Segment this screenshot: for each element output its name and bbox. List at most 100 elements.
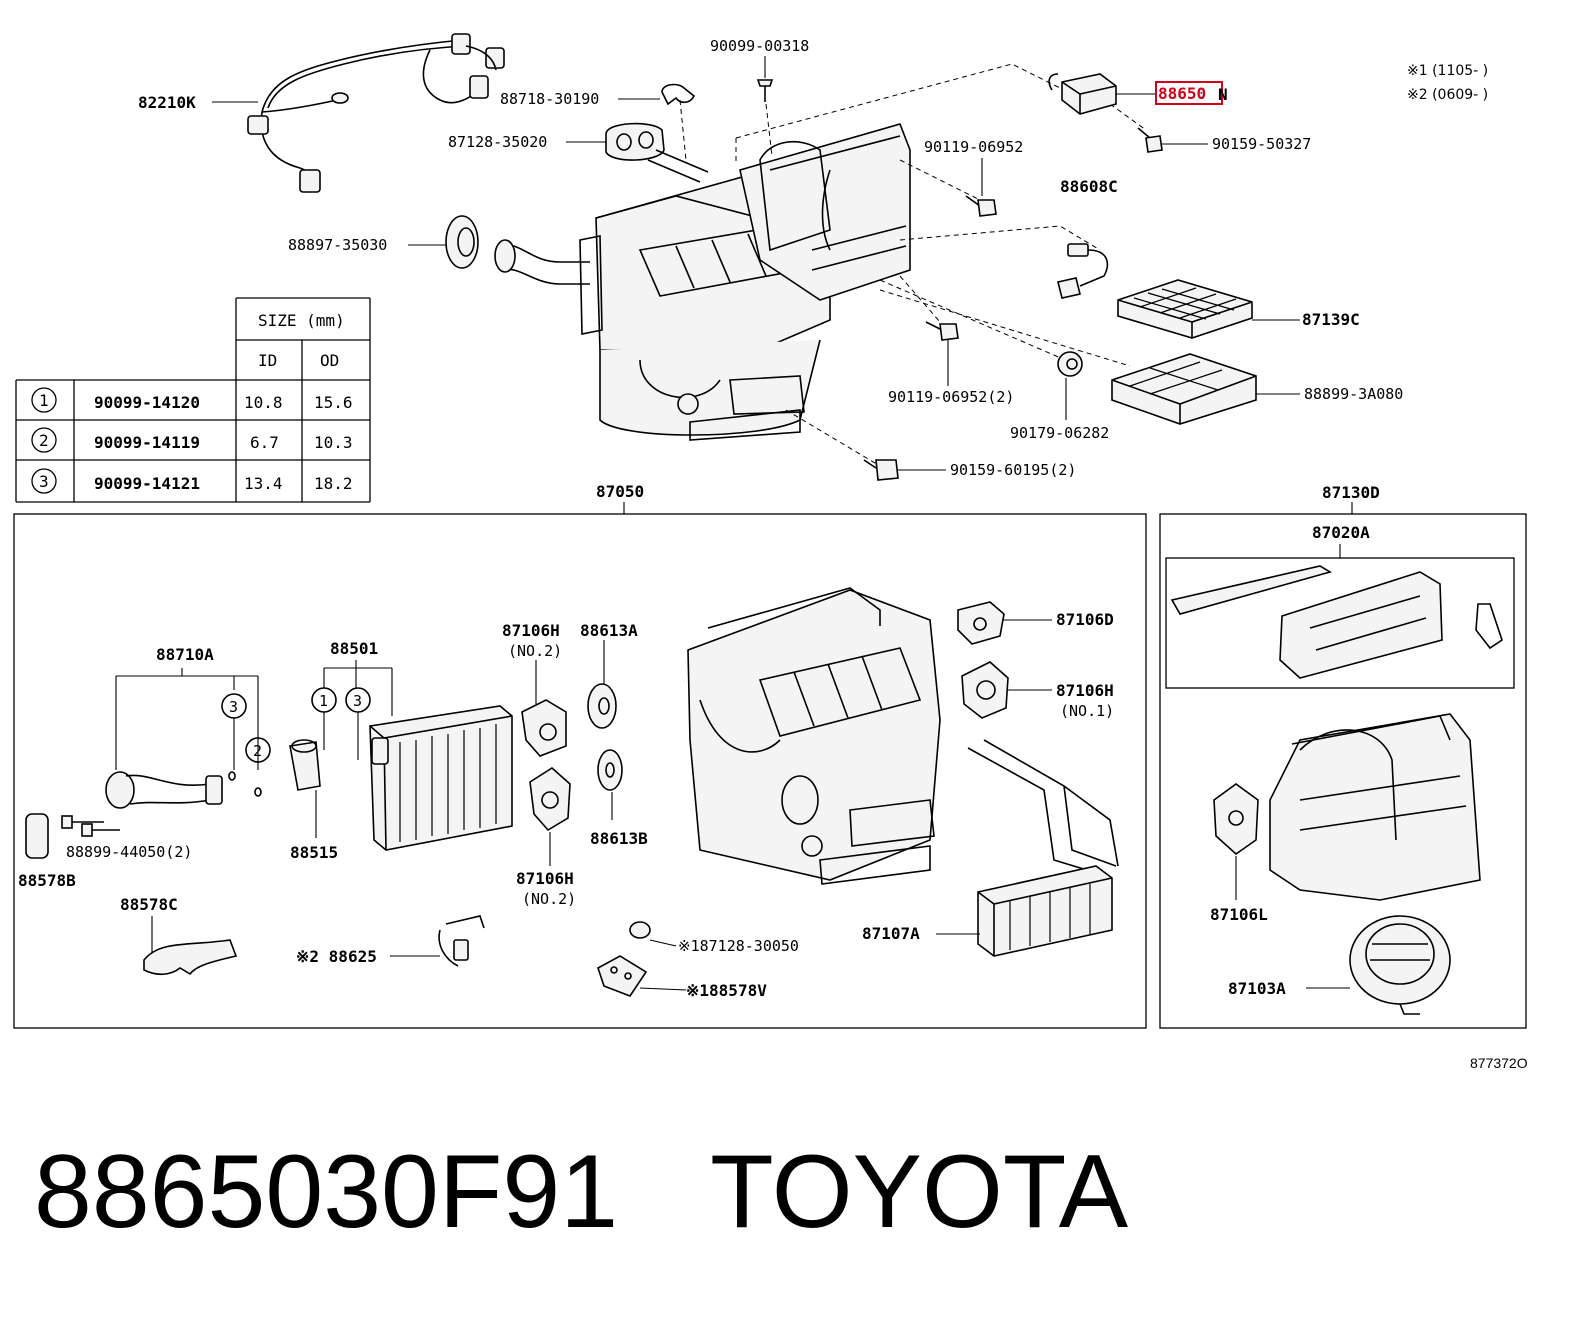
label-87106H-no2-b-sub: (NO.2) [522, 890, 576, 908]
label-90159-60195-2: 90159-60195(2) [950, 461, 1076, 479]
heater-core-87107A [967, 739, 1119, 957]
label-88899-3A080: 88899-3A080 [1304, 385, 1403, 403]
table-row-part: 90099-14121 [94, 474, 200, 493]
case-87020A-drawing [1170, 565, 1503, 679]
table-row-mark: 1 [39, 391, 49, 410]
actuator-87106H-no1 [961, 661, 1009, 719]
evaporator-88501 [369, 705, 513, 851]
size-table: SIZE (mm) ID OD 1 90099-14120 10.8 15.6 … [15, 297, 371, 503]
pad-88578B [25, 813, 49, 859]
label-88501: 88501 [330, 639, 378, 658]
label-87106H-no1-sub: (NO.1) [1060, 702, 1114, 720]
circle-mark-2-text: 2 [253, 742, 262, 760]
dashed-leaders-top [679, 63, 1147, 467]
wire-harness-drawing [247, 33, 505, 193]
label-88613B: 88613B [590, 829, 648, 848]
blower-case-87130D-drawing [1269, 713, 1481, 901]
label-90119-06952-2: 90119-06952(2) [888, 388, 1014, 406]
label-87106H-no2-a-sub: (NO.2) [508, 642, 562, 660]
label-87106H-no1: 87106H [1056, 681, 1114, 700]
label-88578B: 88578B [18, 871, 76, 890]
grommet-87128-35020 [605, 122, 665, 161]
actuator-87106D [957, 601, 1005, 645]
screw-90159-50327 [1137, 127, 1163, 153]
gear-88613A [587, 683, 617, 729]
pipe-88710A [105, 771, 262, 809]
grommet-87128-30050 [629, 921, 651, 939]
bolt-90119-06952 [965, 195, 997, 217]
label-88608C: 88608C [1060, 177, 1118, 196]
label-87106L: 87106L [1210, 905, 1268, 924]
hvac-case-center-drawing [687, 587, 941, 885]
bolt-90159-60195 [863, 459, 899, 481]
bolt-90119-06952-2 [925, 321, 959, 341]
pad-88578C [143, 939, 238, 976]
table-row-mark: 3 [39, 472, 49, 491]
amplifier-module-88650N [1048, 73, 1117, 115]
blower-motor-87103A [1349, 915, 1451, 1015]
circle-mark-3b-text: 3 [353, 692, 362, 710]
label-87050: 87050 [596, 482, 644, 501]
bolts-88899-44050 [61, 815, 120, 837]
label-88718-30190: 88718-30190 [500, 90, 599, 108]
label-87106H-no2-a: 87106H [502, 621, 560, 640]
table-row-mark: 2 [39, 431, 49, 450]
table-row-od: 10.3 [314, 433, 353, 452]
footer-part-number: 8865030F91 [34, 1134, 619, 1250]
table-row-id: 6.7 [250, 433, 279, 452]
label-90159-50327: 90159-50327 [1212, 135, 1311, 153]
label-88578C: 88578C [120, 895, 178, 914]
seal-88897-35030 [445, 215, 479, 269]
assembly-87130D-frame [1159, 513, 1527, 1029]
sensor-88625 [438, 915, 485, 967]
label-88897-35030: 88897-35030 [288, 236, 387, 254]
label-87103A: 87103A [1228, 979, 1286, 998]
label-87106D: 87106D [1056, 610, 1114, 629]
label-88650N: 88650 [1158, 84, 1206, 103]
label-87130D: 87130D [1322, 483, 1380, 502]
note-1: ※1 (1105- ) [1407, 63, 1488, 79]
sensor-88608C [1057, 243, 1109, 299]
label-90179-06282: 90179-06282 [1010, 424, 1109, 442]
hvac-unit-top-drawing [494, 123, 911, 441]
label-88625: ※2 88625 [296, 947, 377, 966]
label-87139C: 87139C [1302, 310, 1360, 329]
table-row-id: 13.4 [244, 474, 283, 493]
actuator-87106L [1213, 783, 1259, 856]
circle-mark-3-text: 3 [229, 698, 238, 716]
label-88650N-suffix: N [1218, 85, 1228, 104]
footer-brand: TOYOTA [710, 1134, 1129, 1250]
clip-88718 [661, 83, 696, 106]
highlight-box-88650N [1155, 81, 1223, 105]
label-88899-44050-2: 88899-44050(2) [66, 843, 192, 861]
table-header-id: ID [258, 351, 277, 370]
label-87128-30050: ※187128-30050 [678, 937, 799, 955]
label-87020A: 87020A [1312, 523, 1370, 542]
table-row-part: 90099-14120 [94, 393, 200, 412]
table-row-od: 15.6 [314, 393, 353, 412]
label-87106H-no2-b: 87106H [516, 869, 574, 888]
drawing-reference: 877372O [1470, 1055, 1528, 1071]
label-87128-35020: 87128-35020 [448, 133, 547, 151]
screw-90099-00318 [756, 79, 774, 102]
table-row-part: 90099-14119 [94, 433, 200, 452]
pad-88578V [597, 955, 648, 997]
assembly-87050-frame [13, 513, 1147, 1029]
label-88613A: 88613A [580, 621, 638, 640]
label-88710A: 88710A [156, 645, 214, 664]
label-90119-06952: 90119-06952 [924, 138, 1023, 156]
valve-88515 [289, 739, 321, 791]
circle-mark-1-text: 1 [319, 692, 328, 710]
label-90099-00318: 90099-00318 [710, 37, 809, 55]
note-2: ※2 (0609- ) [1407, 87, 1488, 103]
label-88578V: ※188578V [686, 981, 767, 1000]
assembly-87020A-frame [1165, 557, 1515, 689]
actuator-87106H-no2-b [529, 767, 571, 832]
table-header-size: SIZE (mm) [258, 311, 345, 330]
label-82210K: 82210K [138, 93, 196, 112]
table-header-od: OD [320, 351, 339, 370]
table-row-od: 18.2 [314, 474, 353, 493]
label-88515: 88515 [290, 843, 338, 862]
